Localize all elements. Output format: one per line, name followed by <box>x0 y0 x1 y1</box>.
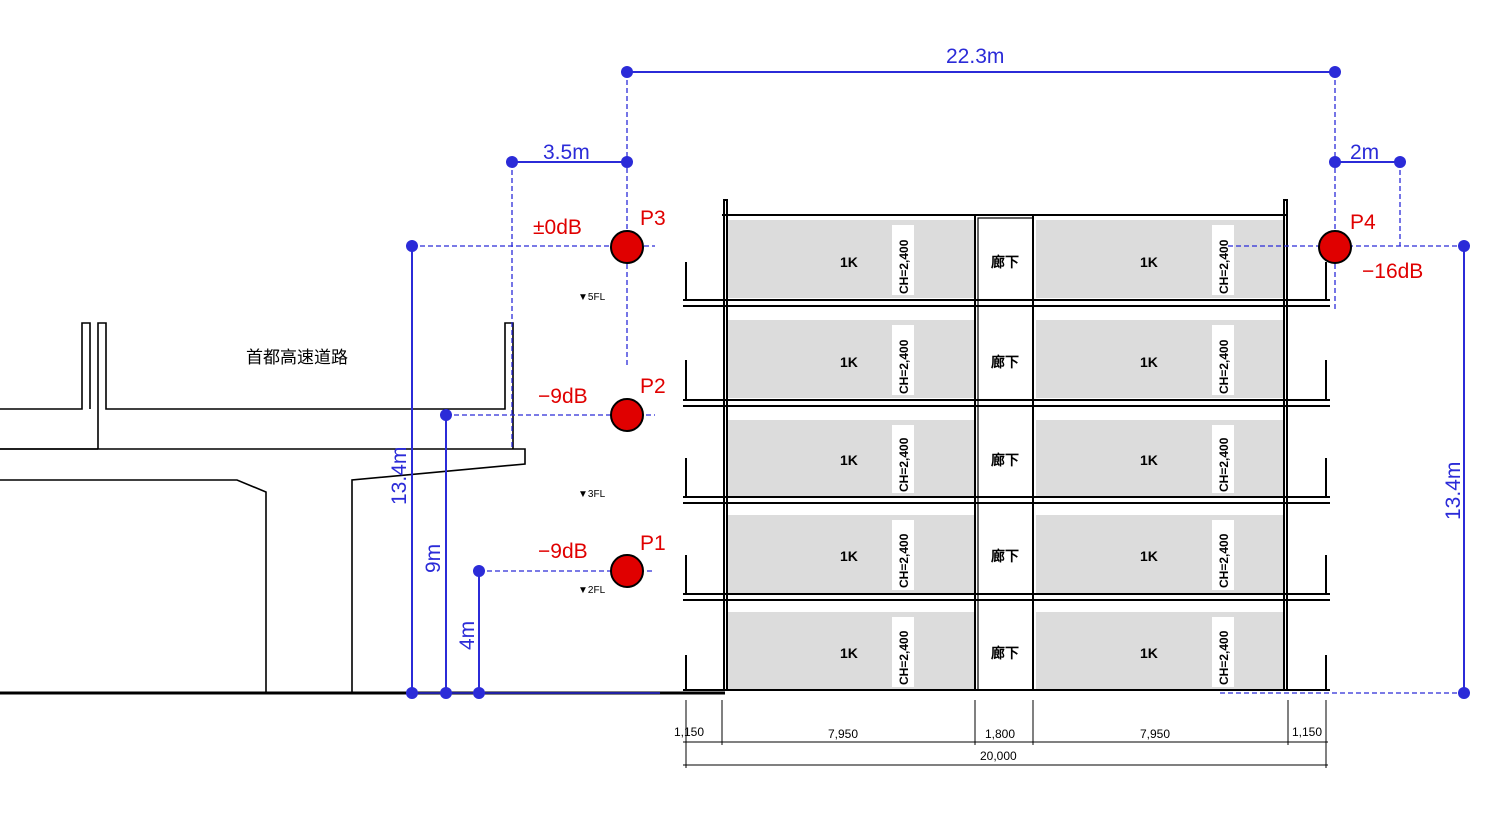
bottom-dim-4: 7,950 <box>1140 727 1170 741</box>
dim-top-width: 22.3m <box>946 45 1004 68</box>
measurement-points <box>610 230 1352 588</box>
ceiling-label-left: CH=2,400 <box>897 437 911 492</box>
point-p1-label: P1 <box>640 532 666 555</box>
ceiling-label-right: CH=2,400 <box>1217 630 1231 685</box>
dim-left-height: 13.4m <box>388 447 411 505</box>
dim-right-height: 13.4m <box>1442 462 1465 520</box>
point-p2-marker <box>610 398 644 432</box>
dimension-endpoints <box>406 66 1470 699</box>
point-p2-db: −9dB <box>538 385 588 408</box>
point-p4-db: −16dB <box>1362 260 1423 283</box>
ceiling-label-left: CH=2,400 <box>897 533 911 588</box>
dim-left-offset: 3.5m <box>543 141 590 164</box>
point-p1-marker <box>610 554 644 588</box>
room-label-right: 1K <box>1140 645 1158 661</box>
ceiling-label-left: CH=2,400 <box>897 339 911 394</box>
room-label-right: 1K <box>1140 354 1158 370</box>
ceiling-label-right: CH=2,400 <box>1217 239 1231 294</box>
dimension-lines <box>411 71 1465 694</box>
room-label-left: 1K <box>840 452 858 468</box>
corridor-label: 廊下 <box>991 254 1019 270</box>
dim-p2-height: 9m <box>422 544 445 573</box>
room-label-right: 1K <box>1140 548 1158 564</box>
ceiling-label-right: CH=2,400 <box>1217 437 1231 492</box>
floor-label-3fl: ▼3FL <box>578 489 606 500</box>
bottom-dim-1: 1,150 <box>674 725 704 739</box>
room-label-right: 1K <box>1140 254 1158 270</box>
highway-label: 首都高速道路 <box>246 348 348 368</box>
point-p4-marker <box>1318 230 1352 264</box>
bottom-dim-2: 7,950 <box>828 727 858 741</box>
bottom-dimension-lines <box>683 700 1328 768</box>
corridor-label: 廊下 <box>991 354 1019 370</box>
point-p4-label: P4 <box>1350 211 1376 234</box>
room-label-left: 1K <box>840 548 858 564</box>
point-p1-db: −9dB <box>538 540 588 563</box>
floor-label-5fl: ▼5FL <box>578 292 606 303</box>
dim-right-offset: 2m <box>1350 141 1379 164</box>
room-label-left: 1K <box>840 254 858 270</box>
room-label-left: 1K <box>840 354 858 370</box>
ceiling-label-right: CH=2,400 <box>1217 339 1231 394</box>
point-p3-db: ±0dB <box>533 216 582 239</box>
corridor-label: 廊下 <box>991 645 1019 661</box>
bottom-dim-3: 1,800 <box>985 727 1015 741</box>
ceiling-label-right: CH=2,400 <box>1217 533 1231 588</box>
bottom-dim-5: 1,150 <box>1292 725 1322 739</box>
point-p3-marker <box>610 230 644 264</box>
corridor-label: 廊下 <box>991 452 1019 468</box>
room-label-right: 1K <box>1140 452 1158 468</box>
ceiling-label-left: CH=2,400 <box>897 630 911 685</box>
ceiling-label-left: CH=2,400 <box>897 239 911 294</box>
point-p3-label: P3 <box>640 207 666 230</box>
bottom-total: 20,000 <box>980 749 1017 763</box>
corridor-label: 廊下 <box>991 548 1019 564</box>
building-section <box>683 199 1330 691</box>
room-label-left: 1K <box>840 645 858 661</box>
dim-p1-height: 4m <box>456 621 479 650</box>
floor-label-2fl: ▼2FL <box>578 585 606 596</box>
point-p2-label: P2 <box>640 375 666 398</box>
